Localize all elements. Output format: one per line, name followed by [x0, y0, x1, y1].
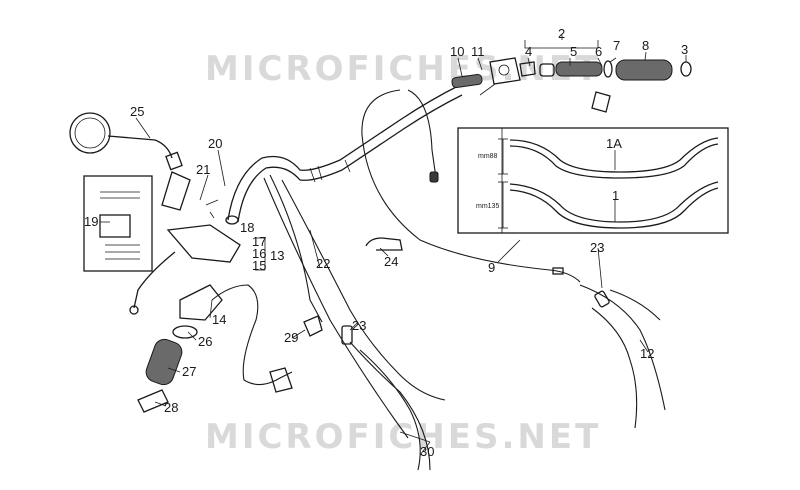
callout-29: 29	[284, 330, 298, 345]
cable-12	[579, 284, 666, 429]
variant-a-label: 1A	[606, 136, 622, 151]
callout-13: 13	[270, 248, 284, 263]
cable-22	[269, 174, 323, 323]
callout-15: 15	[252, 258, 266, 273]
leader-lines	[100, 34, 687, 456]
callout-21: 21	[196, 162, 210, 177]
bracket-24	[365, 237, 403, 251]
switch-wiring	[211, 284, 293, 386]
callout-4: 4	[525, 44, 532, 59]
callout-23-lower: 23	[352, 318, 366, 333]
callout-5: 5	[570, 44, 577, 59]
handlebar-variants-inset: mm88 mm135 1A 1	[457, 127, 729, 234]
callout-27: 27	[182, 364, 196, 379]
callout-9: 9	[488, 260, 495, 275]
callout-18: 18	[240, 220, 254, 235]
mirror	[69, 112, 183, 171]
callout-14: 14	[212, 312, 226, 327]
watermark-bottom: MICROFICHES.NET	[205, 417, 601, 457]
callout-17: 17	[252, 234, 266, 249]
callout-26: 26	[198, 334, 212, 349]
callouts: 2 10 11 4 5 6 7 8 3 25 20 21 19 18 17 16…	[84, 26, 688, 459]
dim-upper: mm88	[478, 153, 498, 160]
part-29	[303, 315, 323, 337]
callout-2: 2	[558, 26, 565, 41]
callout-19: 19	[84, 214, 98, 229]
callout-20: 20	[208, 136, 222, 151]
callout-8: 8	[642, 38, 649, 53]
callout-16: 16	[252, 246, 266, 261]
callout-23-upper: 23	[590, 240, 604, 255]
callout-12: 12	[640, 346, 654, 361]
watermark-top: MICROFICHES.NET	[205, 49, 601, 89]
left-grip	[137, 325, 198, 413]
callout-10: 10	[450, 44, 464, 59]
callout-6: 6	[595, 44, 602, 59]
callout-22: 22	[316, 256, 330, 271]
throttle-assembly	[451, 57, 692, 113]
callout-30: 30	[420, 444, 434, 459]
dim-lower: mm135	[476, 203, 499, 210]
left-controls	[83, 171, 266, 321]
throttle-cable	[361, 89, 581, 283]
variant-b-label: 1	[612, 188, 619, 203]
callout-28: 28	[164, 400, 178, 415]
callout-3: 3	[681, 42, 688, 57]
callout-11: 11	[471, 44, 485, 59]
callout-25: 25	[130, 104, 144, 119]
callout-7: 7	[613, 38, 620, 53]
callout-24: 24	[384, 254, 398, 269]
handlebar	[225, 84, 463, 225]
adjuster-23	[341, 325, 353, 345]
